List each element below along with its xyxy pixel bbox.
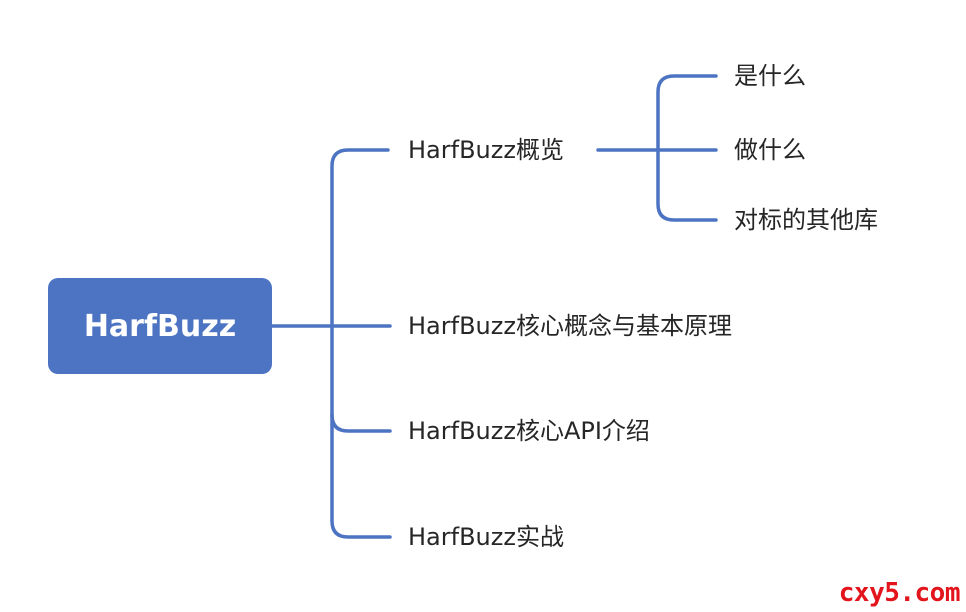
root-node-label: HarfBuzz — [83, 308, 237, 344]
connector-branch-1 — [330, 148, 390, 328]
watermark-text: cxy5.com — [838, 578, 961, 608]
branch-node-practice[interactable]: HarfBuzz实战 — [408, 521, 564, 553]
connector-sub-1 — [656, 74, 718, 152]
branch-node-label: HarfBuzz概览 — [408, 136, 564, 164]
branch-node-label: HarfBuzz核心API介绍 — [408, 417, 650, 445]
sub-node-alternatives[interactable]: 对标的其他库 — [734, 204, 878, 236]
branch-node-label: HarfBuzz实战 — [408, 523, 564, 551]
connector-sub-3 — [656, 148, 718, 222]
sub-node-what-does[interactable]: 做什么 — [734, 134, 806, 166]
connector-branch-4 — [330, 413, 392, 539]
sub-node-label: 是什么 — [734, 62, 806, 90]
sub-node-label: 做什么 — [734, 136, 806, 164]
sub-node-what-is[interactable]: 是什么 — [734, 60, 806, 92]
connector-branch-3 — [330, 324, 392, 433]
branch-node-core-concepts[interactable]: HarfBuzz核心概念与基本原理 — [408, 310, 732, 342]
root-node[interactable]: HarfBuzz — [48, 278, 272, 374]
branch-node-overview[interactable]: HarfBuzz概览 — [408, 134, 564, 166]
branch-node-label: HarfBuzz核心概念与基本原理 — [408, 312, 732, 340]
branch-node-core-api[interactable]: HarfBuzz核心API介绍 — [408, 415, 650, 447]
sub-node-label: 对标的其他库 — [734, 206, 878, 234]
